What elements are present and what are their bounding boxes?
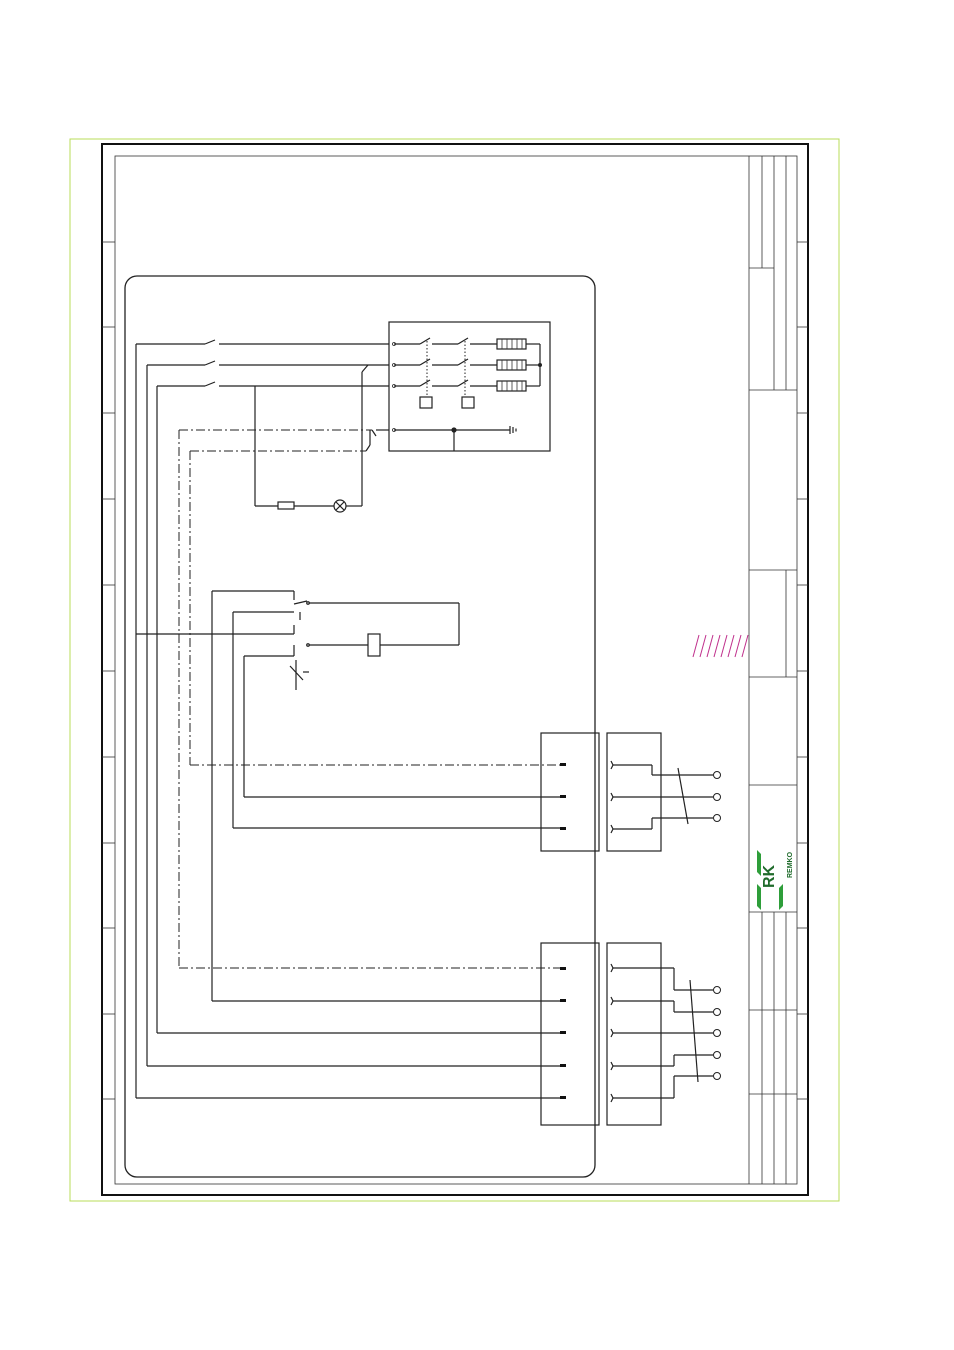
motor-windings bbox=[496, 338, 541, 392]
terminal-wiring bbox=[136, 796, 562, 1099]
resistor bbox=[277, 501, 295, 510]
svg-text:RK: RK bbox=[761, 864, 778, 888]
contactor-module bbox=[388, 321, 551, 452]
indicator-lamp bbox=[333, 499, 347, 513]
control-circuit bbox=[136, 590, 460, 1001]
star-point bbox=[538, 363, 542, 367]
remko-logo: RK REMKO bbox=[757, 850, 794, 910]
protective-earth-lines bbox=[178, 429, 562, 969]
title-block bbox=[748, 156, 797, 1184]
page-border bbox=[69, 138, 840, 1202]
annotation-marks bbox=[692, 634, 749, 658]
terminal-block-upper bbox=[540, 732, 721, 852]
earth-rail bbox=[394, 426, 517, 451]
relay-coil bbox=[367, 633, 381, 657]
brand-name: REMKO bbox=[787, 851, 794, 878]
relay-coils bbox=[419, 341, 475, 409]
supply-wiring bbox=[135, 339, 389, 1098]
unit-enclosure bbox=[124, 275, 596, 1178]
drawing-frame bbox=[101, 143, 809, 1196]
terminal-block-lower bbox=[540, 942, 721, 1126]
